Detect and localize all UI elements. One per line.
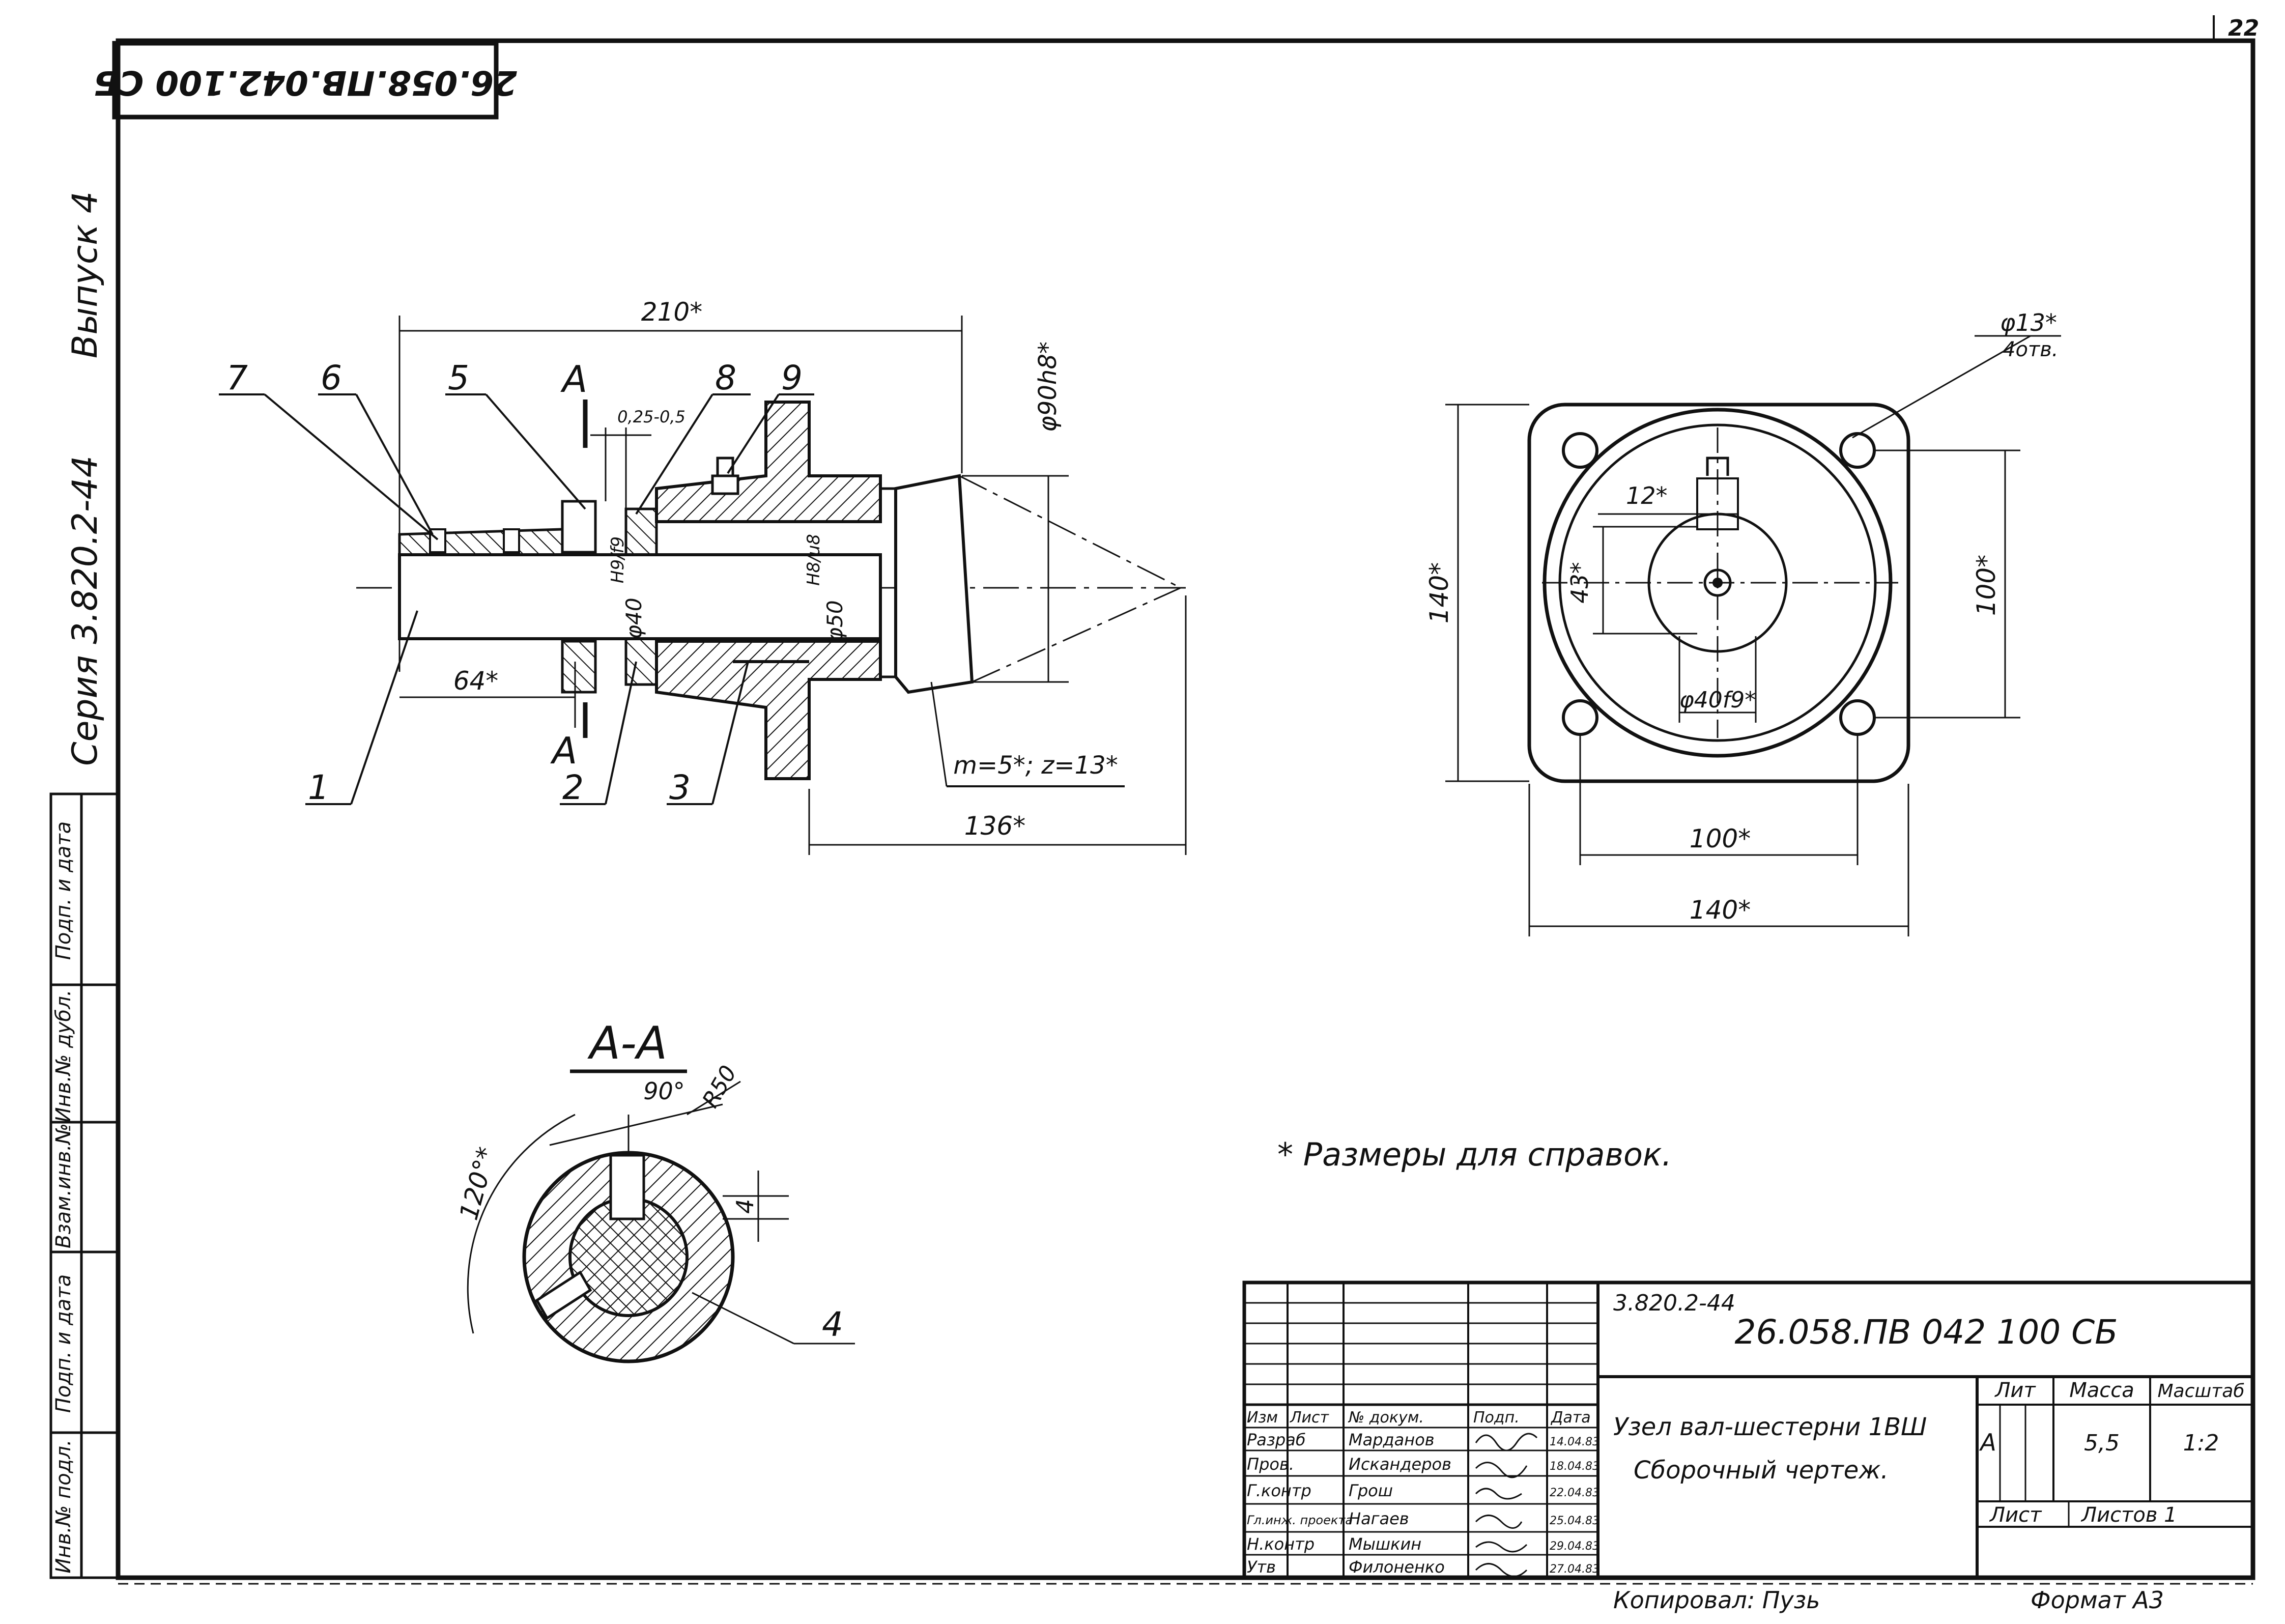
reference-note: * Размеры для справок.	[1277, 1136, 1672, 1173]
tb-col-list: Лист	[1290, 1409, 1330, 1427]
stamp-cell-2: Инв.№ дубл.	[52, 990, 75, 1123]
tb-row-role: Гл.инж. проекта	[1247, 1513, 1353, 1527]
tb-row-role: Пров.	[1247, 1455, 1294, 1474]
tb-row-date: 14.04.83	[1550, 1436, 1599, 1448]
stamp-cell-5: Инв.№ подл.	[52, 1439, 75, 1573]
tb-row-role: Разраб	[1247, 1430, 1306, 1449]
section-callout-4: 4	[822, 1305, 843, 1344]
tb-rows: Разраб Марданов 14.04.83 Пров. Искандеро…	[1247, 1430, 1599, 1577]
rotated-designation: 26.058.ПВ.042.100 СБ	[94, 63, 518, 102]
tb-designation: 26.058.ПВ 042 100 СБ	[1734, 1313, 2118, 1352]
dim-64: 64*	[453, 666, 499, 696]
dim-bore40-fit: H9/f9	[608, 536, 628, 583]
gear-cone	[894, 474, 974, 694]
dim-holes-count: 4отв.	[2003, 338, 2059, 361]
section-title: А-А	[587, 1017, 667, 1069]
dim-gear: m=5*; z=13*	[953, 751, 1118, 780]
tb-name-2: Сборочный чертеж.	[1634, 1456, 1889, 1485]
tb-col-sign: Подп.	[1473, 1409, 1520, 1427]
tb-row-name: Грош	[1349, 1481, 1393, 1500]
tb-lit-value: А	[1979, 1429, 1996, 1456]
tb-col-doc: № докум.	[1348, 1409, 1424, 1427]
callout-8: 8	[715, 358, 736, 397]
tb-col-date: Дата	[1550, 1409, 1591, 1427]
dim-width-inner: 100*	[1690, 824, 1751, 853]
flange-plate	[1527, 403, 1910, 783]
callout-6: 6	[321, 358, 342, 397]
dim-key-depth: 4	[731, 1199, 759, 1214]
dim-bore50-fit: H8/u8	[804, 534, 824, 586]
side-labels: Серия 3.820.2-44 Выпуск 4	[65, 191, 105, 766]
dim-shaft: φ40f9*	[1679, 687, 1756, 713]
tb-row-name: Нагаев	[1349, 1509, 1409, 1528]
tb-row-date: 25.04.83	[1550, 1515, 1599, 1527]
callout-9: 9	[781, 358, 803, 397]
tb-row-name: Мышкин	[1349, 1534, 1421, 1554]
title-block	[1242, 1280, 2255, 1580]
tb-sheet-label: Лист	[1989, 1503, 2042, 1527]
callout-5: 5	[448, 358, 469, 397]
callout-1: 1	[308, 768, 329, 807]
tb-row-role: Г.контр	[1247, 1481, 1311, 1500]
tb-row-name: Искандеров	[1349, 1455, 1451, 1474]
callout-leaders	[219, 393, 814, 805]
tb-scale-header: Масштаб	[2157, 1381, 2244, 1402]
issue-label: Выпуск 4	[65, 191, 105, 358]
tb-row-date: 22.04.83	[1550, 1487, 1599, 1499]
left-view: 210* 64* 136* 0,25-0,5 φ90h8* φ40 H9/f9 …	[219, 297, 1187, 855]
section-a-a: А-А 90° R50 120°* 4 4	[454, 1017, 855, 1363]
right-view: φ13* 4отв. 12* 43* 140* 100* 100* 140* φ…	[1424, 309, 2061, 936]
dim-angle: 90°	[643, 1077, 685, 1105]
tb-sheets-label: Листов 1	[2080, 1503, 2177, 1527]
tb-series-code: 3.820.2-44	[1613, 1290, 1735, 1316]
dim-flange-dia: φ90h8*	[1034, 341, 1062, 432]
tb-mass-header: Масса	[2069, 1379, 2134, 1402]
sheet-number: 22	[2228, 15, 2259, 41]
tb-col-izm: Изм	[1247, 1409, 1278, 1427]
footer-copied: Копировал: Пузь	[1613, 1586, 1820, 1614]
dim-width-outer: 140*	[1690, 895, 1751, 925]
tb-lit-header: Лит	[1994, 1379, 2036, 1402]
rotated-designation-box: 26.058.ПВ.042.100 СБ	[94, 41, 518, 120]
dim-bore50: φ50	[822, 600, 847, 641]
dim-holes: φ13*	[2000, 309, 2057, 336]
callout-7: 7	[226, 358, 248, 397]
footer-format: Формат А3	[2031, 1586, 2164, 1614]
dim-key: 12*	[1626, 482, 1668, 509]
callout-2: 2	[562, 768, 584, 807]
tb-row-date: 18.04.83	[1550, 1460, 1599, 1473]
section-mark-a-top: А	[560, 358, 587, 401]
dim-height-outer: 140*	[1424, 562, 1454, 623]
stamp-cell-1: Взам.инв.№	[52, 1123, 75, 1248]
dim-height-inner: 100*	[1972, 555, 2001, 616]
shaft	[398, 553, 882, 640]
dim-bore40: φ40	[621, 597, 646, 639]
series-label: Серия 3.820.2-44	[65, 455, 105, 766]
tb-row-name: Филоненко	[1349, 1557, 1445, 1577]
tb-scale-value: 1:2	[2183, 1430, 2219, 1456]
tb-row-date: 27.04.83	[1550, 1563, 1599, 1576]
tb-name-1: Узел вал-шестерни 1ВШ	[1613, 1413, 1927, 1441]
tb-row-name: Марданов	[1349, 1430, 1435, 1449]
tb-mass-value: 5,5	[2084, 1430, 2120, 1456]
callout-3: 3	[669, 768, 691, 807]
tb-row-role: Утв	[1247, 1557, 1276, 1577]
dim-arc: 120°*	[454, 1144, 502, 1223]
dim-key-height: 43*	[1566, 562, 1593, 604]
signatures	[1475, 1433, 1538, 1577]
tb-row-role: Н.контр	[1247, 1534, 1315, 1554]
dim-136: 136*	[964, 811, 1025, 841]
stamp-cell-3: Подп. и дата	[52, 821, 75, 960]
side-stamp	[49, 792, 120, 1579]
housing-upper	[655, 401, 882, 523]
housing-lower	[655, 640, 882, 780]
dim-210: 210*	[641, 297, 702, 327]
tb-row-date: 29.04.83	[1550, 1540, 1599, 1553]
dim-gap: 0,25-0,5	[617, 407, 685, 426]
sleeve	[624, 507, 658, 556]
stamp-cell-4: Подп. и дата	[52, 1274, 75, 1413]
bolt-holes	[1562, 432, 1876, 736]
section-mark-a-bottom: А	[550, 729, 577, 772]
